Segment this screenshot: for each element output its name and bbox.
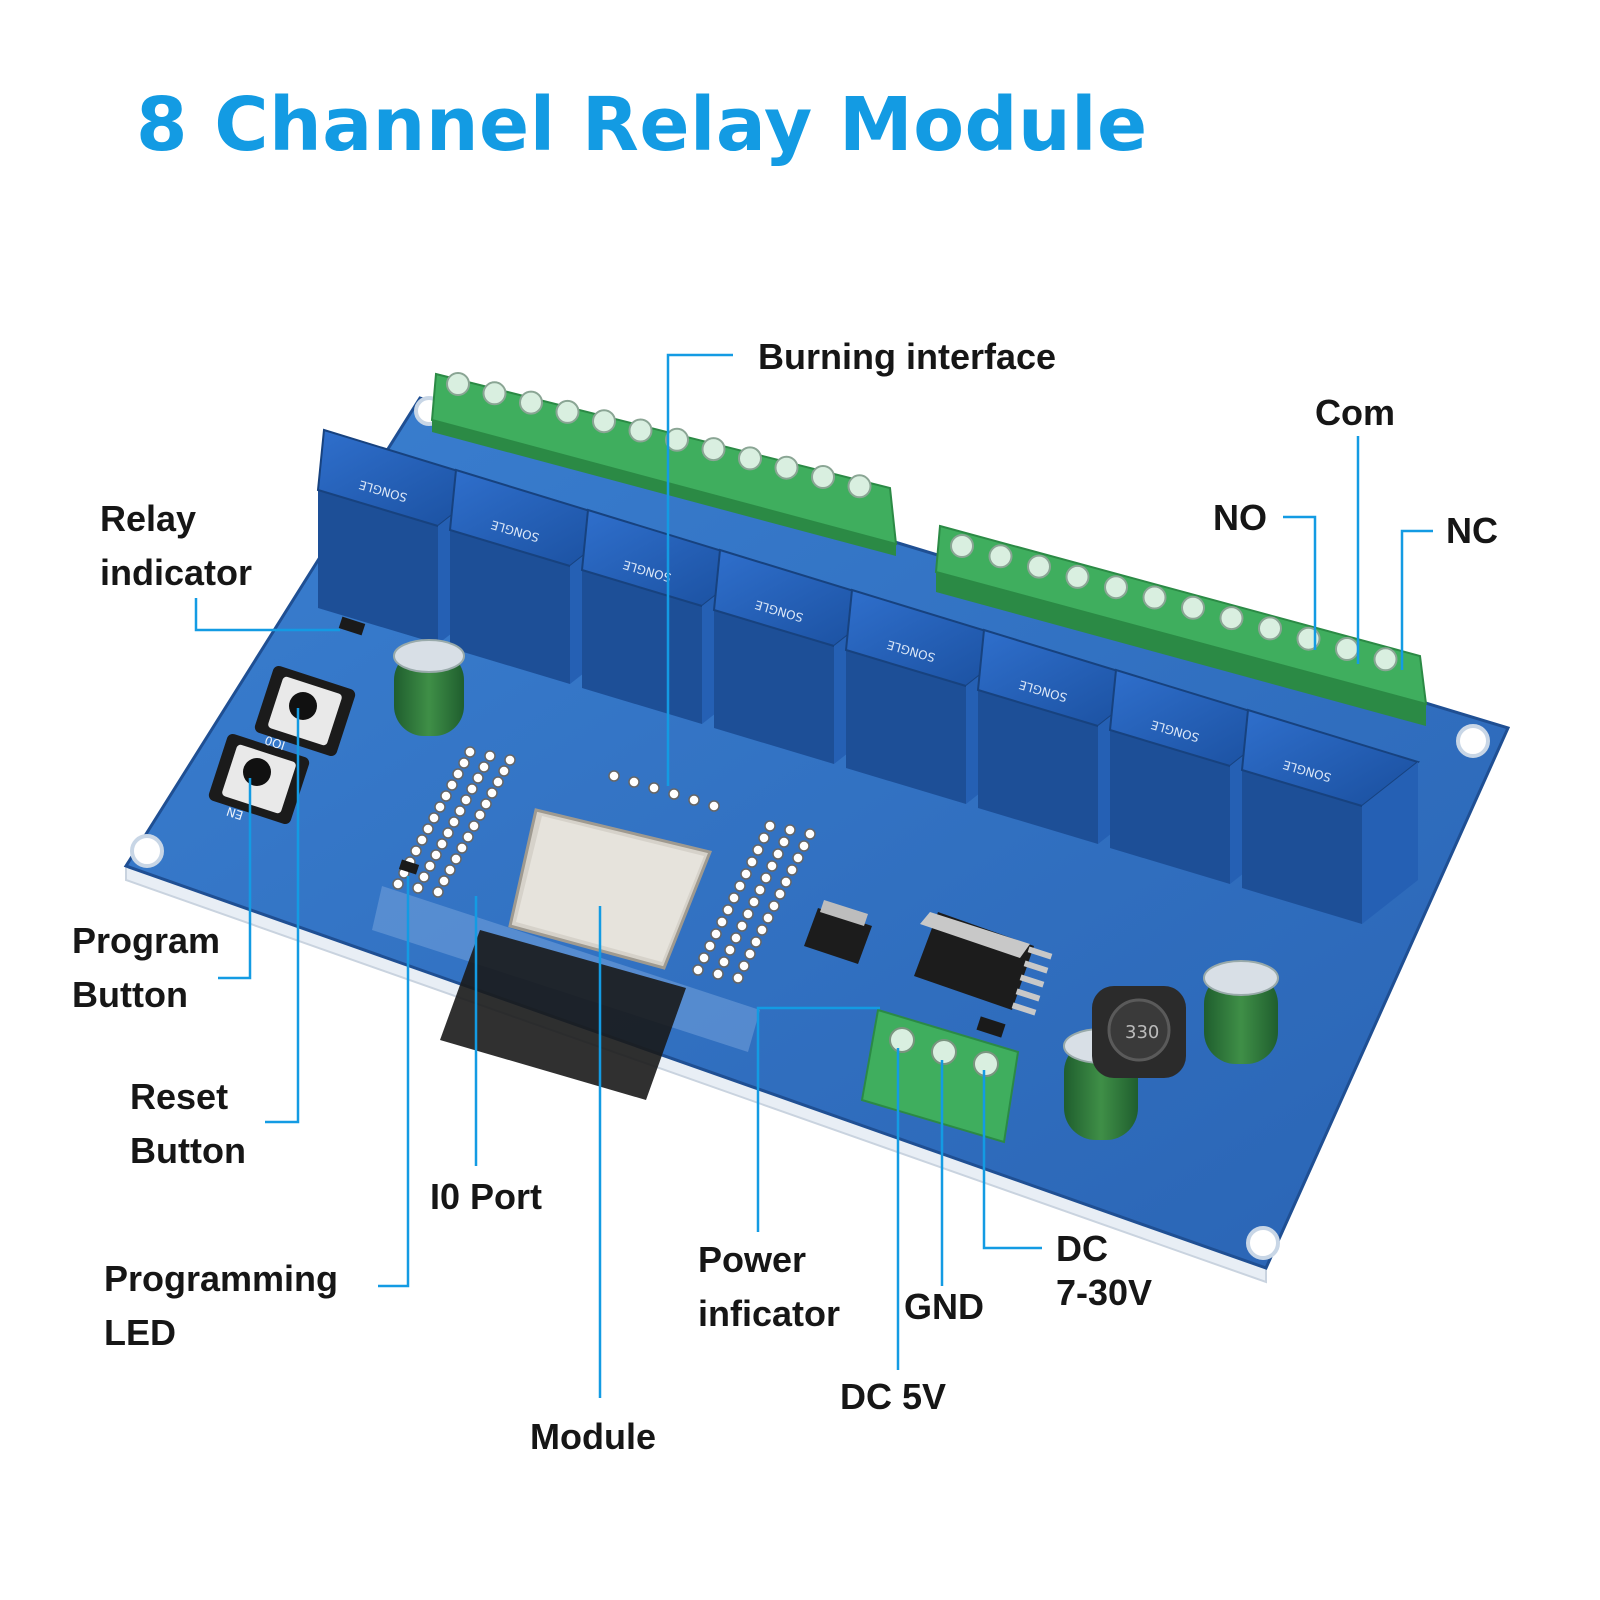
leader-power-indicator [756, 1006, 880, 1232]
terminal-screw [1335, 637, 1359, 661]
capacitor-c16 [393, 639, 465, 736]
terminal-screw [774, 455, 799, 480]
voltage-regulator-small [804, 900, 872, 964]
terminal-screw [446, 372, 470, 396]
terminal-screw [1258, 616, 1282, 641]
dc-power-terminal [860, 1008, 1020, 1144]
terminal-screw [519, 390, 543, 415]
leader-programming-led [378, 876, 410, 1288]
terminal-screw [1065, 564, 1090, 589]
programming-led-part [398, 859, 420, 875]
capacitor-right-1 [1203, 960, 1279, 1064]
leader-reset-button [265, 708, 300, 1124]
leader-dc-7-30v [982, 1070, 1042, 1250]
mounting-holes [130, 396, 1490, 1260]
terminal-screw [950, 534, 974, 558]
label-programming-led: Programming LED [104, 1258, 339, 1353]
label-dc-7-30v: DC 7-30V [1056, 1228, 1153, 1313]
terminal-screw [1027, 554, 1051, 579]
label-no: NO [1213, 497, 1267, 538]
callout-leaders [194, 353, 1433, 1398]
terminal-screw [592, 409, 616, 434]
program-button-part [254, 665, 356, 757]
label-io-port: I0 Port [430, 1176, 543, 1217]
terminal-screw [482, 381, 507, 406]
relay-row: SONGLESONGLESONGLESONGLESONGLESONGLESONG… [316, 428, 1421, 924]
relay-8: SONGLE [1240, 708, 1421, 924]
power-indicator-led [976, 1016, 1006, 1038]
reset-button-part [208, 733, 310, 825]
terminal-screw [665, 427, 689, 452]
label-reset-button: Reset Button [130, 1076, 246, 1171]
label-power-indicator: Power inficator [698, 1239, 841, 1334]
terminal-screw [628, 418, 653, 443]
terminal-screw [847, 474, 872, 499]
svg-text:330: 330 [1125, 1022, 1159, 1043]
io-port-header-right [692, 820, 816, 984]
leader-nc [1400, 529, 1433, 670]
relay-indicator-led [338, 616, 366, 636]
terminal-screw [1219, 606, 1244, 631]
esp32-module [440, 808, 713, 1100]
terminal-block-right [934, 524, 1428, 726]
label-nc: NC [1446, 510, 1498, 551]
terminal-screw [738, 446, 762, 471]
terminal-screw [1181, 595, 1205, 620]
label-relay-indicator: Relay indicator [100, 498, 253, 593]
io0-silkscreen: IO0 [263, 733, 287, 753]
voltage-regulator-large [914, 912, 1053, 1016]
label-gnd: GND [904, 1286, 984, 1327]
terminal-screw [1142, 585, 1167, 610]
io-port-header [392, 746, 516, 898]
en-silkscreen: EN [225, 804, 245, 822]
terminal-block-left [430, 372, 898, 556]
label-com: Com [1315, 392, 1395, 433]
leader-no [1283, 515, 1317, 650]
label-burning-interface: Burning interface [758, 336, 1057, 377]
leader-burning-interface [666, 353, 733, 786]
label-program-button: Program Button [72, 920, 221, 1015]
leader-relay-indicator [194, 598, 340, 632]
terminal-screw [555, 399, 580, 424]
terminal-screw [1104, 575, 1128, 600]
label-module: Module [530, 1416, 656, 1457]
terminal-screw [1373, 647, 1398, 672]
terminal-screw [701, 437, 726, 462]
label-dc-5v: DC 5V [840, 1376, 947, 1417]
burning-interface-header [608, 770, 720, 812]
inductor-330: 330 [1092, 986, 1186, 1078]
leader-program-button [218, 778, 252, 980]
terminal-screw [988, 544, 1013, 569]
terminal-screw [811, 465, 835, 489]
page-title: 8 Channel Relay Module [136, 82, 1148, 168]
